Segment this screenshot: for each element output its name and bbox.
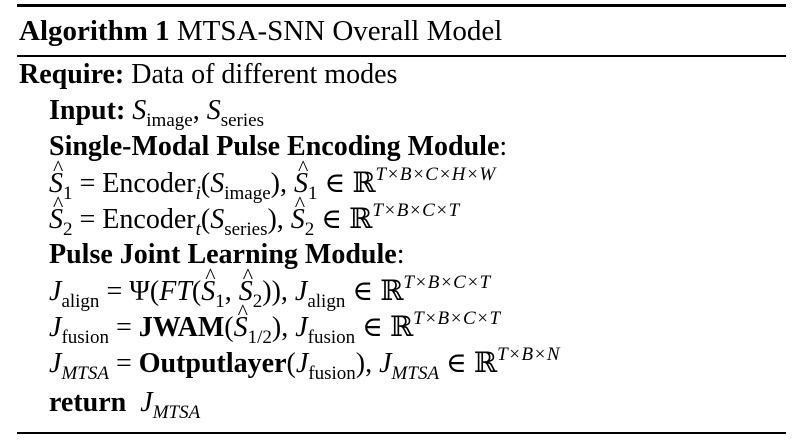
encoder-fn: Encoder (102, 168, 196, 199)
element-of: ∈ (355, 312, 390, 343)
element-of: ∈ (317, 168, 353, 199)
dims-superscript: T×B×C×H×W (375, 164, 496, 185)
comma: , (279, 168, 294, 199)
subscript-1: 1 (63, 183, 73, 204)
j-symbol: J (295, 312, 308, 343)
pulse-joint-heading: Pulse Joint Learning Module (49, 239, 397, 270)
comma: , (365, 348, 380, 379)
comma: , (281, 312, 296, 343)
s-symbol: S (132, 95, 147, 126)
top-rule (17, 4, 786, 7)
return-keyword: return (49, 387, 127, 418)
subscript-t: t (195, 219, 201, 240)
outputlayer-fn: Outputlayer (138, 348, 287, 379)
subscript-2: 2 (252, 291, 263, 312)
dims-superscript: T×B×N (497, 344, 561, 365)
single-modal-heading: Single-Modal Pulse Encoding Module (49, 131, 500, 162)
reals-symbol: ℝ (349, 202, 373, 235)
subscript-fusion: fusion (308, 363, 356, 384)
algorithm-name: MTSA-SNN Overall Model (176, 15, 503, 47)
ft-fn: FT (159, 276, 192, 307)
subscript-1: 1 (307, 183, 318, 204)
reals-symbol: ℝ (389, 310, 414, 343)
reals-symbol: ℝ (473, 346, 498, 379)
subscript-2: 2 (63, 219, 73, 240)
j-symbol: J (140, 387, 153, 418)
subscript-series: series (224, 219, 268, 240)
s-hat-symbol: S (49, 186, 63, 238)
j-symbol: J (294, 276, 308, 307)
j-symbol: J (295, 348, 309, 379)
reals-symbol: ℝ (380, 274, 404, 307)
equals: = (108, 312, 139, 343)
j-symbol: J (379, 348, 392, 379)
require-keyword: Require: (19, 59, 125, 90)
equation-s1: S1 = Encoderi(Simage), S1 ∈ ℝT×B×C×H×W (49, 150, 496, 205)
element-of: ∈ (345, 276, 381, 307)
equation-j-fusion: Jfusion = JWAM(S1/2), Jfusion ∈ ℝT×B×C×T (49, 294, 501, 349)
reals-symbol: ℝ (352, 166, 376, 199)
dims-superscript: T×B×C×T (413, 308, 501, 329)
equals: = (72, 168, 103, 199)
equation-s2: S2 = Encodert(Sseries), S2 ∈ ℝT×B×C×T (49, 186, 460, 241)
subscript-align: align (307, 291, 346, 312)
j-symbol: J (49, 348, 62, 379)
subscript-i: i (195, 183, 201, 204)
s-symbol: S (210, 168, 225, 199)
subscript-1: 1 (215, 291, 225, 312)
comma: , (276, 204, 291, 235)
equation-j-align: Jalign = Ψ(FT(S1, S2)), Jalign ∈ ℝT×B×C×… (49, 258, 491, 313)
input-keyword: Input: (49, 95, 126, 126)
pulse-joint-line: Pulse Joint Learning Module: (49, 239, 405, 270)
header-rule (17, 55, 786, 57)
bottom-rule (17, 432, 786, 434)
equals: = (99, 276, 130, 307)
equals: = (108, 348, 139, 379)
subscript-mtsa: MTSA (152, 402, 201, 423)
s-symbol: S (206, 95, 221, 126)
jwam-fn: JWAM (138, 312, 225, 343)
subscript-mtsa: MTSA (391, 363, 440, 384)
equation-j-mtsa: JMTSA = Outputlayer(Jfusion), JMTSA ∈ ℝT… (49, 344, 561, 384)
encoder-fn: Encoder (102, 204, 196, 235)
j-symbol: J (49, 312, 62, 343)
s-hat-symbol: S (291, 186, 305, 238)
subscript-fusion: fusion (61, 327, 109, 348)
s-symbol: S (210, 204, 225, 235)
return-line: return JMTSA (49, 385, 200, 424)
input-line: Input: Simage, Sseries (49, 93, 264, 132)
s-hat-symbol: S (201, 258, 215, 310)
algorithm-label: Algorithm 1 (19, 15, 170, 47)
subscript-series: series (220, 110, 264, 131)
subscript-fusion: fusion (307, 327, 356, 348)
subscript-align: align (61, 291, 100, 312)
element-of: ∈ (314, 204, 350, 235)
require-line: Require: Data of different modes (19, 57, 397, 93)
comma: , (192, 95, 207, 126)
element-of: ∈ (439, 348, 474, 379)
j-symbol: J (49, 276, 62, 307)
subscript-image: image (224, 183, 271, 204)
subscript-2: 2 (304, 219, 315, 240)
dims-superscript: T×B×C×T (372, 200, 460, 221)
comma: , (280, 276, 295, 307)
dims-superscript: T×B×C×T (403, 272, 491, 293)
algorithm-title: Algorithm 1 MTSA-SNN Overall Model (19, 9, 502, 53)
subscript-image: image (146, 110, 193, 131)
subscript-mtsa: MTSA (61, 363, 109, 384)
require-text: Data of different modes (131, 59, 398, 90)
single-modal-line: Single-Modal Pulse Encoding Module: (49, 131, 508, 162)
equals: = (72, 204, 103, 235)
subscript-1-2: 1/2 (247, 327, 272, 348)
psi-fn: Ψ (129, 276, 150, 307)
s-hat-symbol: S (234, 294, 248, 346)
